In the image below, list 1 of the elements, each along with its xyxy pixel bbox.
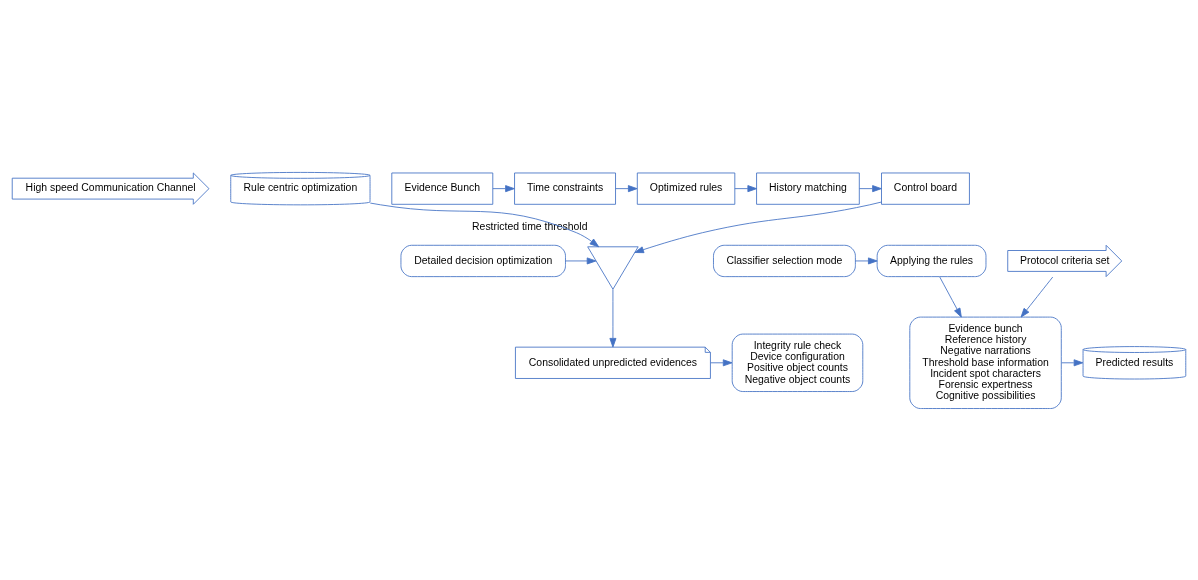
node-label: Restricted time threshold bbox=[472, 220, 588, 232]
